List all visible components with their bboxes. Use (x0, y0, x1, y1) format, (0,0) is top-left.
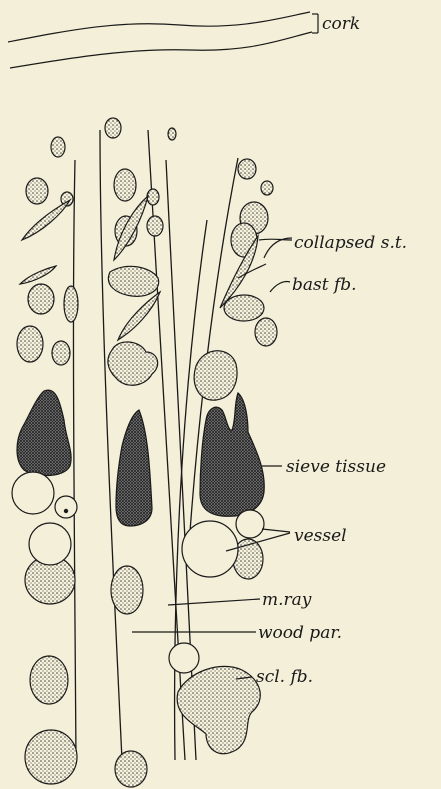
leader-lines (132, 14, 318, 679)
label-collapsed-sieve-tubes: collapsed s.t. (294, 233, 407, 253)
cork-layer (8, 12, 312, 68)
labels: cork collapsed s.t. bast fb. sieve tissu… (256, 14, 407, 687)
label-vessel: vessel (294, 526, 347, 546)
label-bast-fibers: bast fb. (292, 275, 357, 295)
label-wood-parenchyma: wood par. (258, 623, 342, 643)
label-medullary-ray: m.ray (262, 590, 312, 610)
label-cork: cork (322, 14, 360, 34)
label-sieve-tissue: sieve tissue (286, 457, 386, 477)
sieve-tissue (17, 390, 264, 526)
label-sclerenchyma-fibers: scl. fb. (256, 667, 313, 687)
